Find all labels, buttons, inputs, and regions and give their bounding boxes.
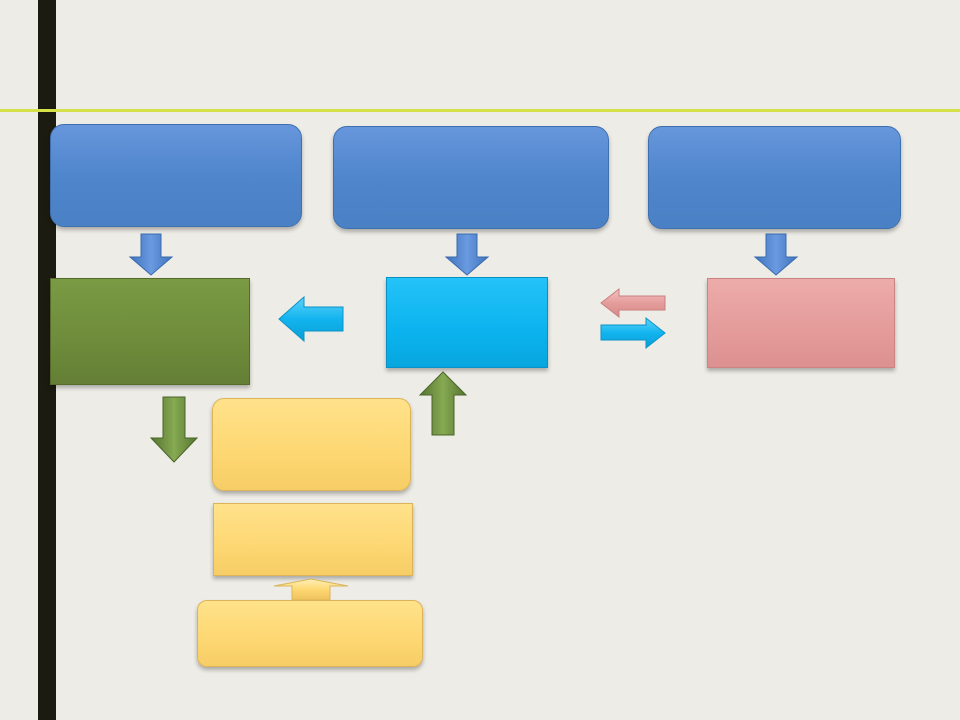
- top-rule: [0, 109, 960, 112]
- mid-center-box: [386, 277, 548, 368]
- down-arrow-center-icon: [444, 233, 490, 276]
- mid-right-box: [707, 278, 895, 368]
- top-left-box: [50, 124, 302, 227]
- right-arrow-cyan-icon: [600, 316, 666, 350]
- down-arrow-left-icon: [128, 233, 174, 276]
- bottom-middle-box: [213, 503, 413, 576]
- up-arrow-yellow-icon: [273, 578, 349, 601]
- left-arrow-pink-icon: [600, 287, 666, 319]
- bottom-top-box: [212, 398, 411, 491]
- bottom-base-box: [197, 600, 423, 667]
- top-right-box: [648, 126, 901, 229]
- mid-left-box: [50, 278, 250, 385]
- down-arrow-green-icon: [149, 396, 199, 463]
- up-arrow-green-icon: [418, 371, 468, 436]
- top-center-box: [333, 126, 609, 229]
- down-arrow-right-icon: [753, 233, 799, 276]
- left-arrow-cyan-icon: [278, 295, 344, 343]
